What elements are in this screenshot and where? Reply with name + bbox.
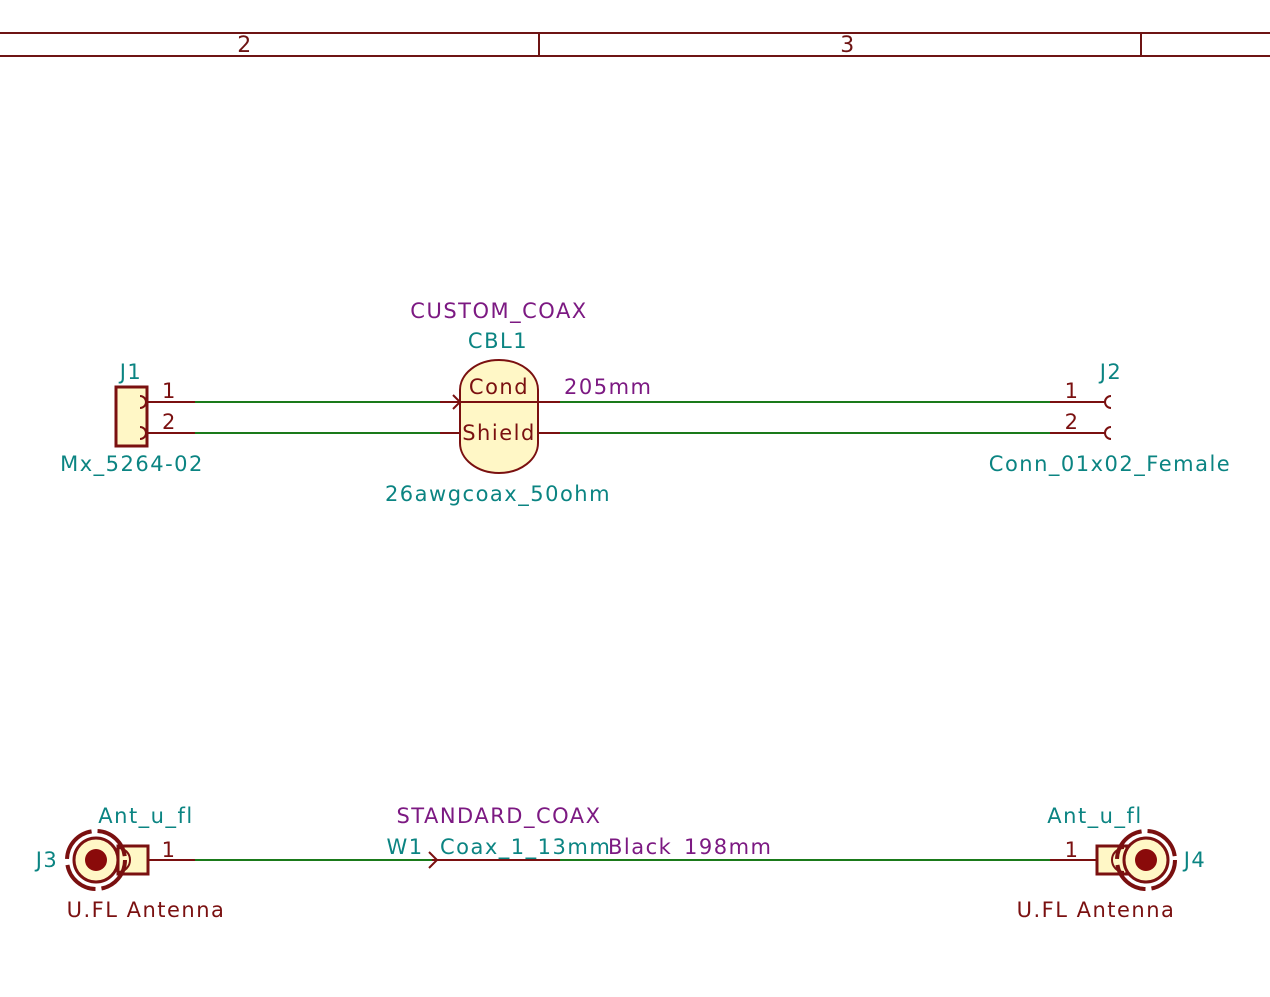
connector-j3[interactable]: Ant_u_fl J3 1 U.FL Antenna xyxy=(34,804,226,922)
value-label: Ant_u_fl xyxy=(1047,804,1142,829)
input-arrow-icon xyxy=(428,851,439,869)
pin-number: 1 xyxy=(162,838,177,862)
cable-w1[interactable]: STANDARD_COAX W1 Coax_1_13mm Black 198mm xyxy=(386,804,773,869)
frame-column-label: 2 xyxy=(237,33,253,58)
cable-length: 205mm xyxy=(564,375,653,399)
cable-cbl1[interactable]: CUSTOM_COAX CBL1 Cond Shield 205mm 26awg… xyxy=(385,299,653,507)
cable-body xyxy=(459,359,539,474)
cable-length: 198mm xyxy=(684,835,773,859)
frame-column-label: 3 xyxy=(840,33,856,58)
shield-arc-icon xyxy=(117,847,131,873)
conductor-label: Shield xyxy=(462,421,536,445)
input-arrow-icon xyxy=(452,394,462,410)
description-label: U.FL Antenna xyxy=(67,898,226,922)
pin-number: 2 xyxy=(162,410,177,434)
connector-j4[interactable]: Ant_u_fl J4 1 U.FL Antenna xyxy=(1017,804,1207,922)
sheet-frame xyxy=(0,32,1270,57)
reference-label: W1 xyxy=(386,835,423,859)
connector-j2[interactable]: 1 2 J2 Conn_01x02_Female xyxy=(989,360,1231,477)
shield-arc-icon xyxy=(1111,847,1125,873)
reference-label: CBL1 xyxy=(468,329,528,353)
value-label: Ant_u_fl xyxy=(98,804,193,829)
custom-coax-wires xyxy=(195,401,1050,434)
center-pin-icon xyxy=(85,849,107,871)
value-label: Mx_5264-02 xyxy=(60,452,204,477)
reference-label: J3 xyxy=(34,848,59,872)
pin-number: 1 xyxy=(1065,838,1080,862)
value-label: 26awgcoax_50ohm xyxy=(385,482,611,507)
pin-number: 1 xyxy=(162,379,177,403)
pin-number: 1 xyxy=(1065,379,1080,403)
center-pin-icon xyxy=(1135,849,1157,871)
socket-icon xyxy=(1104,395,1112,409)
reference-label: J2 xyxy=(1098,360,1123,384)
socket-icon xyxy=(1104,426,1112,440)
outer-ring-icon xyxy=(65,829,127,891)
reference-label: J1 xyxy=(118,360,143,384)
cable-color: Black xyxy=(608,835,672,859)
connector-j1[interactable]: 1 2 J1 Mx_5264-02 xyxy=(60,360,204,477)
conductor-label: Cond xyxy=(469,375,529,399)
cable-title: CUSTOM_COAX xyxy=(410,299,587,324)
reference-label: J4 xyxy=(1182,848,1207,872)
value-label: Conn_01x02_Female xyxy=(989,452,1231,477)
value-label: Coax_1_13mm xyxy=(440,835,611,860)
description-label: U.FL Antenna xyxy=(1017,898,1176,922)
pin-number: 2 xyxy=(1065,410,1080,434)
cable-title: STANDARD_COAX xyxy=(396,804,601,829)
outer-ring-icon xyxy=(1115,829,1177,891)
